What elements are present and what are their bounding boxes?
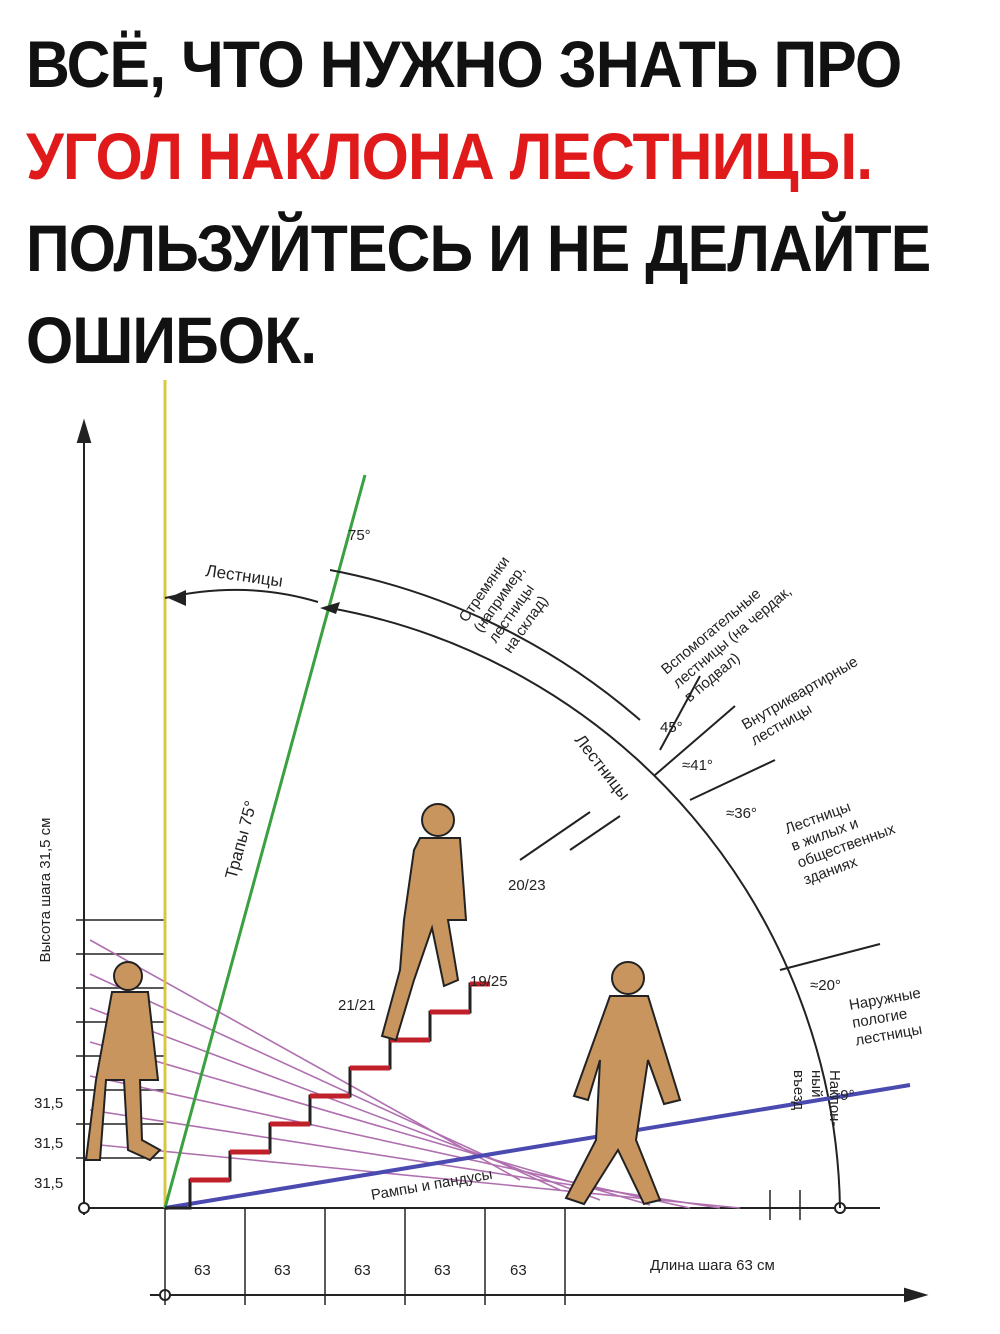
angle-9-label: ≈9°: [832, 1087, 855, 1104]
angle-markers: [519, 675, 881, 971]
length-ticks: [164, 1190, 801, 1305]
svg-text:ный: ный: [808, 1070, 825, 1097]
angle-45-label: 45°: [660, 719, 683, 736]
angle-75-label: 75°: [348, 527, 371, 544]
ratio-19-25: 19/25: [470, 973, 508, 990]
headline-line-1: ВСЁ, ЧТО НУЖНО ЗНАТЬ ПРО: [26, 27, 902, 101]
origin-marker: [78, 1202, 90, 1214]
x-axis-arrow: [904, 1287, 929, 1303]
stepladders-label: Стремянки (например, лестницы на склад): [456, 553, 552, 656]
labels: Высота шага 31,5 см Длина шага 63 см 31,…: [34, 527, 924, 1279]
angle-arc: [329, 607, 841, 1209]
public-buildings-label: Лестницы в жилых и общественных зданиях: [783, 798, 898, 888]
step-length-label-2: 63: [274, 1262, 291, 1279]
figure-right: [564, 961, 682, 1206]
headline-line-3: ПОЛЬЗУЙТЕСЬ И НЕ ДЕЛАЙТЕ: [26, 211, 931, 285]
ladders-arc-label: Лестницы: [571, 731, 634, 804]
step-height-label-1: 31,5: [34, 1095, 63, 1112]
svg-text:въезд: въезд: [790, 1070, 807, 1110]
step-length-label-5: 63: [510, 1262, 527, 1279]
figure-middle: [380, 803, 468, 1042]
x-axis-label: Длина шага 63 см: [650, 1257, 775, 1274]
headline-line-4: ОШИБОК.: [26, 303, 317, 377]
svg-text:Наклон-: Наклон-: [826, 1070, 843, 1126]
fan-lines: [89, 939, 741, 1209]
step-length-label-3: 63: [354, 1262, 371, 1279]
stair-angle-diagram: Высота шага 31,5 см Длина шага 63 см 31,…: [34, 380, 929, 1305]
step-length-label-1: 63: [194, 1262, 211, 1279]
angle-41-label: ≈41°: [682, 757, 713, 774]
step-height-label-3: 31,5: [34, 1175, 63, 1192]
staircase: [165, 981, 490, 1210]
ladders-label: Лестницы: [204, 561, 284, 591]
figure-left: [84, 961, 162, 1162]
stepladder-arc: [329, 569, 641, 721]
step-length-label-4: 63: [434, 1262, 451, 1279]
angle-36-label: ≈36°: [726, 805, 757, 822]
outdoor-label: Наружные пологие лестницы: [848, 985, 924, 1050]
svg-text:лестницы (на чердак,: лестницы (на чердак,: [670, 583, 795, 692]
ladders-arc: [164, 588, 319, 603]
headline-line-2: УГОЛ НАКЛОНА ЛЕСТНИЦЫ.: [26, 119, 873, 193]
intra-apartment-label: Внутриквартирные лестницы: [739, 653, 861, 749]
headline: ВСЁ, ЧТО НУЖНО ЗНАТЬ ПРО УГОЛ НАКЛОНА ЛЕ…: [26, 18, 931, 386]
y-axis-label: Высота шага 31,5 см: [37, 818, 54, 963]
step-height-label-2: 31,5: [34, 1135, 63, 1152]
ramp-line: [164, 1083, 911, 1210]
traps-label: Трапы 75°: [222, 799, 261, 881]
angle-20-label: ≈20°: [810, 977, 841, 994]
ratio-20-23: 20/23: [508, 877, 546, 894]
auxiliary-label: Вспомогательные лестницы (на чердак, в п…: [658, 583, 795, 706]
ratio-21-21: 21/21: [338, 997, 376, 1014]
trap-line-75: [163, 474, 367, 1209]
y-axis-arrow: [76, 418, 92, 443]
incline-label: Наклон- ный въезд: [790, 1070, 843, 1126]
